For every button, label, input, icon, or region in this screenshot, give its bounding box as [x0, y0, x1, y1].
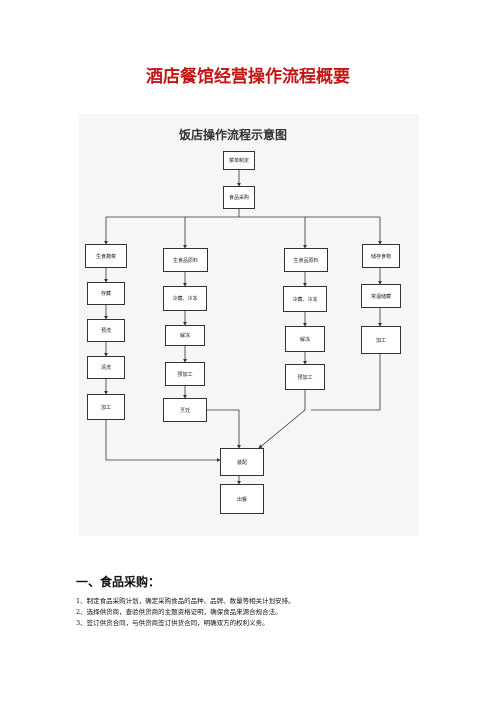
node-dry: 储存食物 [362, 244, 400, 268]
node-purchase: 食品采购 [223, 186, 255, 209]
node-meat-cook: 烹饪 [163, 398, 207, 422]
flowchart: 饭店操作流程示意图 菜单制定 食品采购 生食蔬菜 生食品原料 生食品原料 储存食… [79, 114, 419, 536]
list-item: 1、制定食品采购计划，确定采购食品的品种、品牌、数量等相关计划安排。 [76, 597, 295, 605]
node-veg: 生食蔬菜 [85, 244, 127, 268]
node-serve: 出餐 [220, 484, 264, 514]
node-veg-wash: 清洗 [87, 356, 125, 379]
node-meat-thaw: 解冻 [165, 325, 205, 346]
page-title: 酒店餐馆经营操作流程概要 [146, 67, 350, 87]
node-menu: 菜单制定 [223, 151, 255, 170]
flowchart-connectors [104, 170, 382, 485]
node-meat-freeze: 冷藏、冷冻 [163, 286, 207, 311]
node-seafood: 生食品原料 [284, 248, 328, 272]
section-heading: 一、食品采购： [76, 575, 161, 589]
node-sea-freeze: 冷藏、冷冻 [283, 286, 327, 312]
diagram-title: 饭店操作流程示意图 [179, 128, 288, 142]
purchase-steps: 1、制定食品采购计划，确定采购食品的品种、品牌、数量等相关计划安排。 2、选择供… [76, 596, 295, 629]
node-assemble: 装配 [220, 448, 264, 476]
list-item: 3、签订供货合同，与供货商签订供货合同，明确双方的权利义务。 [76, 619, 269, 627]
node-dry-store: 常温储藏 [361, 284, 401, 308]
node-sea-pre: 预加工 [285, 364, 325, 390]
node-meat: 生食品原料 [163, 248, 208, 272]
node-veg-store: 存藏 [87, 282, 125, 305]
list-item: 2、选择供货商，查验供货商的主题资格证明，确保食品来源合规合法。 [76, 608, 282, 616]
node-veg-pre: 预洗 [87, 319, 125, 342]
node-veg-cut: 加工 [87, 394, 125, 420]
node-dry-proc: 加工 [361, 326, 401, 354]
node-sea-thaw: 解冻 [285, 326, 325, 352]
node-meat-pre: 预加工 [165, 362, 205, 386]
